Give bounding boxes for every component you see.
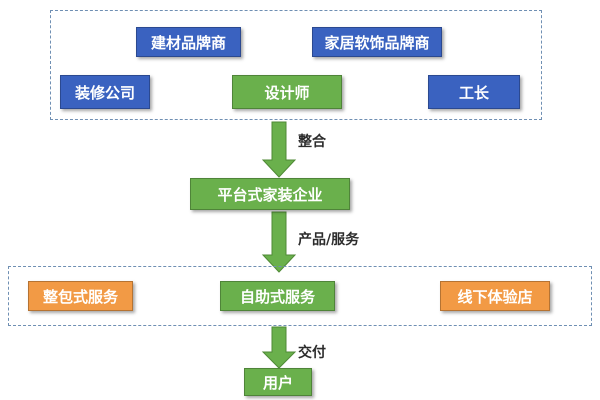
building-materials-brand-box: 建材品牌商 [136, 27, 241, 57]
full-package-service-box: 整包式服务 [28, 281, 133, 311]
offline-experience-store-box: 线下体验店 [440, 281, 550, 311]
arrow-products-services [261, 211, 297, 273]
foreman-box: 工长 [428, 75, 520, 109]
home-decor-brand-box: 家居软饰品牌商 [312, 27, 442, 57]
arrow-deliver [261, 326, 297, 369]
user-box: 用户 [244, 368, 312, 396]
participants-group [50, 10, 542, 120]
services-group [8, 266, 592, 326]
arrow-integrate [261, 121, 297, 178]
designer-box: 设计师 [232, 75, 342, 109]
platform-company-box: 平台式家装企业 [190, 178, 350, 210]
edge-label-deliver: 交付 [298, 345, 326, 361]
edge-label-products-services: 产品/服务 [298, 232, 360, 248]
decoration-company-box: 装修公司 [60, 75, 150, 109]
self-service-box: 自助式服务 [220, 281, 335, 311]
edge-label-integrate: 整合 [298, 134, 326, 150]
